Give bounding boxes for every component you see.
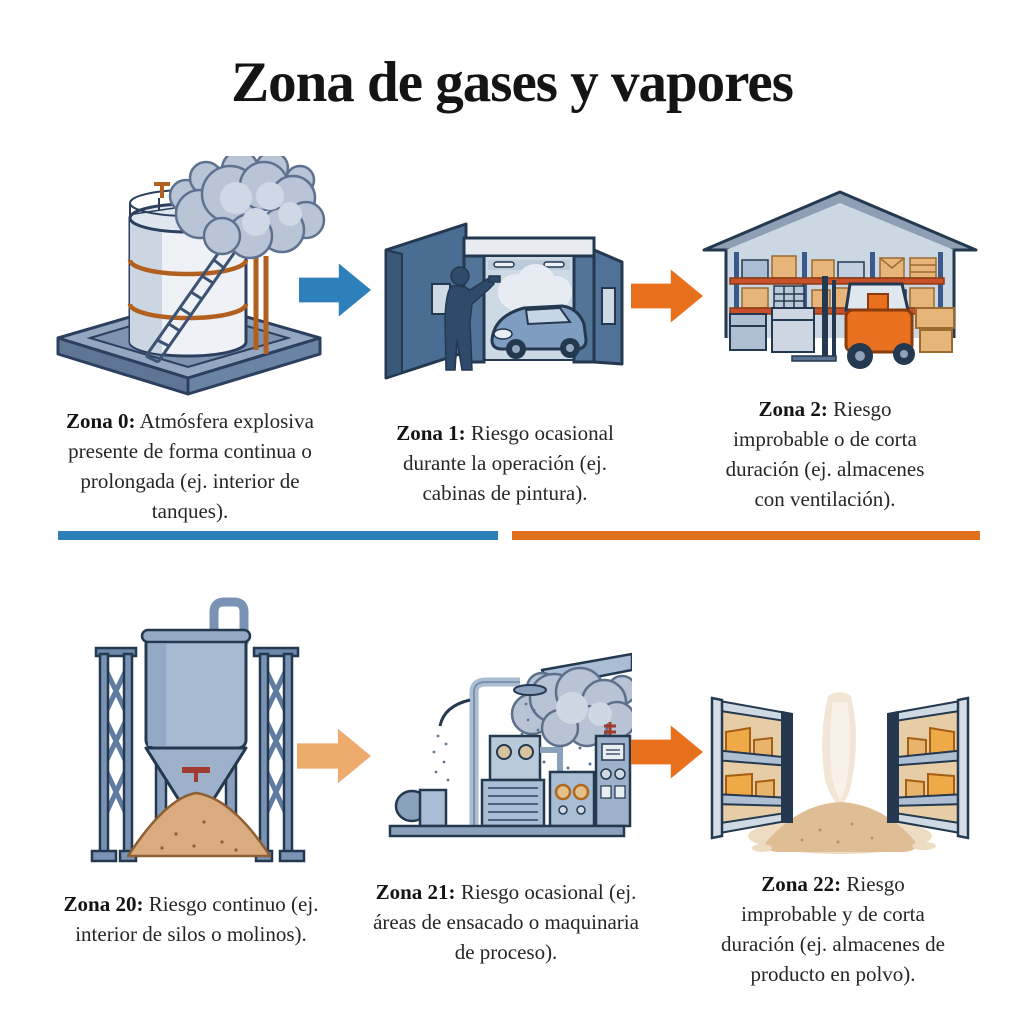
- caption-zona-1: Zona 1: Riesgo ocasional durante la oper…: [374, 418, 636, 508]
- divider-bar-orange: [512, 531, 980, 540]
- zona-20-description: Riesgo continuo (ej. interior de silos o…: [75, 892, 319, 947]
- zona0-illustration: [50, 156, 330, 398]
- zona-2-description: Riesgo improbable o de corta duración (e…: [725, 397, 925, 512]
- zona20-illustration: [76, 596, 316, 868]
- caption-zona-2: Zona 2: Riesgo improbable o de corta dur…: [712, 394, 938, 514]
- zona1-illustration: [376, 192, 626, 394]
- zona-1-description: Riesgo ocasional durante la operación (e…: [402, 421, 614, 506]
- red-valve: [182, 767, 210, 782]
- left-shelf-unit: [710, 696, 793, 840]
- zona21-illustration: [382, 640, 632, 852]
- zona2-illustration: [700, 184, 980, 386]
- warehouse-forklift-icon: [702, 190, 978, 369]
- floor-powder: [748, 802, 936, 854]
- arrow-zona0-to-zona1: [299, 263, 371, 317]
- vapor-cloud-icon: [168, 156, 326, 260]
- worker-silhouette: [444, 266, 501, 371]
- arrow-zona20-to-zona21: [297, 728, 371, 784]
- zona-21-description: Riesgo ocasional (ej. áreas de ensacado …: [373, 880, 639, 965]
- support-frame: [90, 646, 306, 863]
- zona22-illustration: [700, 688, 980, 860]
- process-machinery-icon: [388, 652, 632, 838]
- page-title: Zona de gases y vapores: [231, 51, 794, 114]
- zona-0-description: Atmósfera explosiva presente de forma co…: [68, 409, 314, 524]
- spray-stand: [432, 677, 547, 826]
- machines: [394, 734, 596, 828]
- car: [490, 304, 588, 359]
- zona-22-label: Zona 22:: [761, 872, 842, 896]
- zona-0-label: Zona 0:: [66, 409, 136, 433]
- powder-plume: [822, 692, 857, 806]
- zona-22-description: Riesgo improbable y de corta duración (e…: [721, 872, 945, 987]
- zona-1-label: Zona 1:: [396, 421, 466, 445]
- zona-21-label: Zona 21:: [375, 880, 456, 904]
- right-shelf-unit: [887, 696, 970, 840]
- machine-base: [388, 824, 626, 838]
- dust-cloud-icon: [510, 666, 632, 748]
- powder-pile: [126, 791, 272, 858]
- caption-zona-22: Zona 22: Riesgo improbable y de corta du…: [719, 869, 947, 989]
- zona-20-label: Zona 20:: [63, 892, 144, 916]
- arrow-zona21-to-zona22: [631, 725, 703, 779]
- divider-bar-blue: [58, 531, 498, 540]
- forklift: [791, 276, 915, 369]
- caption-zona-20: Zona 20: Riesgo continuo (ej. interior d…: [35, 889, 347, 949]
- spray-drops: [432, 702, 540, 782]
- arrow-zona1-to-zona2: [631, 269, 703, 323]
- control-cabinet: [594, 722, 632, 828]
- zona-2-label: Zona 2:: [758, 397, 828, 421]
- powder-shelves-icon: [710, 692, 970, 854]
- caption-zona-0: Zona 0: Atmósfera explosiva presente de …: [40, 406, 340, 526]
- floor-crates: [729, 307, 955, 353]
- caption-zona-21: Zona 21: Riesgo ocasional (ej. áreas de …: [370, 877, 642, 967]
- paint-booth-icon: [384, 222, 624, 380]
- silo-powder-icon: [90, 597, 306, 863]
- storage-tank-vapor-icon: [56, 156, 326, 396]
